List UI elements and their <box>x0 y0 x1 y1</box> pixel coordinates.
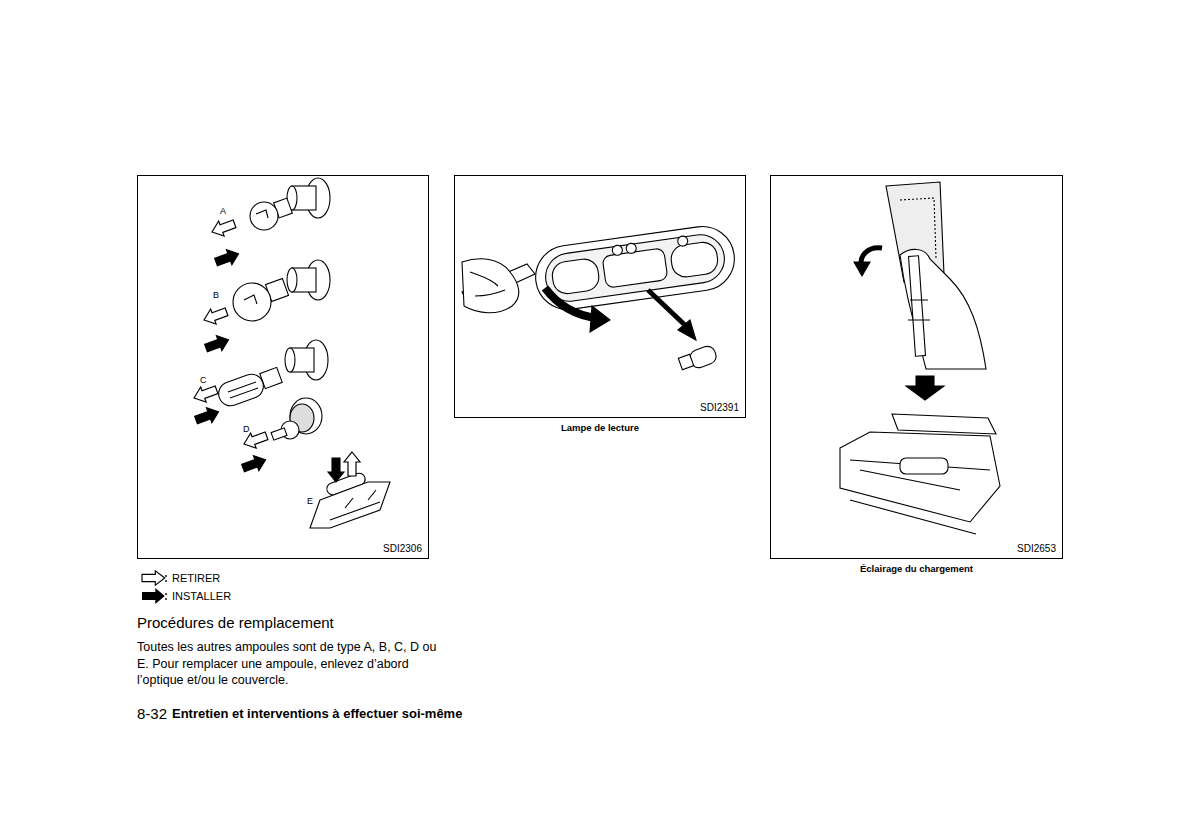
bulb-letter: C <box>200 375 207 385</box>
figure-code: SDI2653 <box>1016 543 1057 554</box>
legend-entry: RETIRER <box>172 572 220 584</box>
figure-caption: Éclairage du chargement <box>770 563 1063 574</box>
figure-frame: SDI2391 <box>454 175 746 418</box>
figure-panel: SDI2391Lampe de lecture <box>454 175 746 433</box>
figure-code: SDI2306 <box>382 543 423 554</box>
bulb-types <box>191 178 390 528</box>
legend-dot <box>165 593 167 595</box>
figure-panel: SDI2653Éclairage du chargement <box>770 175 1063 574</box>
bulb-letter: E <box>307 496 313 506</box>
figure-caption: Lampe de lecture <box>454 422 746 433</box>
legend-entry: INSTALLER <box>172 590 231 602</box>
figure-frame: SDI2653 <box>770 175 1063 559</box>
reading-lamp-figure <box>462 222 738 370</box>
legend-dot <box>165 598 167 600</box>
body-text: Toutes les autres ampoules sont de type … <box>137 639 443 689</box>
legend-dot <box>165 575 167 577</box>
running-footer: Entretien et interventions à effectuer s… <box>172 706 462 721</box>
bulb-letter: A <box>220 206 226 216</box>
legend-dot <box>165 580 167 582</box>
legend-arrows <box>142 571 165 604</box>
figure-code: SDI2391 <box>699 402 740 413</box>
section-heading: Procédures de remplacement <box>137 614 334 631</box>
bulb-letter: B <box>213 290 219 300</box>
page-number: 8-32 <box>137 705 167 722</box>
cargo-lamp-figure <box>840 182 1000 534</box>
figure-panel: SDI2306 <box>137 175 429 559</box>
bulb-letter: D <box>243 424 250 434</box>
figure-frame: SDI2306 <box>137 175 429 559</box>
